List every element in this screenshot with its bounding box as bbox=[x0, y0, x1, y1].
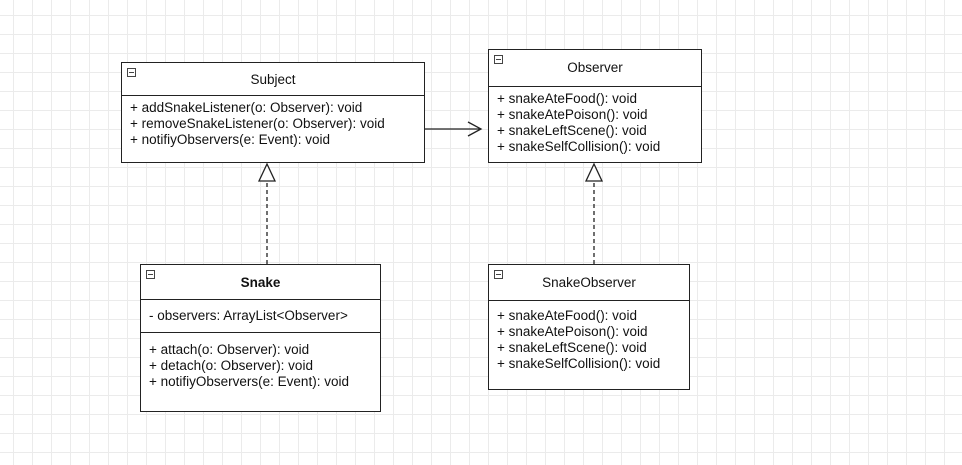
method: + snakeAteFood(): void bbox=[497, 308, 637, 323]
collapse-icon[interactable] bbox=[494, 270, 503, 279]
class-observer[interactable]: Observer + snakeAteFood(): void + snakeA… bbox=[488, 49, 702, 163]
method: + snakeAtePoison(): void bbox=[497, 324, 648, 339]
method: + snakeSelfCollision(): void bbox=[497, 356, 661, 371]
methods-section: + attach(o: Observer): void + detach(o: … bbox=[141, 333, 380, 394]
hollow-triangle-observer bbox=[584, 162, 604, 182]
class-header: Observer bbox=[489, 50, 701, 87]
class-snake-observer[interactable]: SnakeObserver + snakeAteFood(): void + s… bbox=[488, 264, 690, 390]
attribute: - observers: ArrayList<Observer> bbox=[149, 308, 348, 323]
class-name: SnakeObserver bbox=[542, 275, 636, 290]
method: + snakeLeftScene(): void bbox=[497, 340, 647, 355]
method: + notifiyObservers(e: Event): void bbox=[149, 374, 349, 389]
method: + addSnakeListener(o: Observer): void bbox=[130, 100, 363, 115]
method: + snakeAtePoison(): void bbox=[497, 107, 648, 122]
method: + notifiyObservers(e: Event): void bbox=[130, 132, 330, 147]
method: + detach(o: Observer): void bbox=[149, 358, 313, 373]
methods-section: + snakeAteFood(): void + snakeAtePoison(… bbox=[489, 301, 689, 376]
class-name: Observer bbox=[567, 60, 623, 75]
method: + attach(o: Observer): void bbox=[149, 342, 310, 357]
method: + snakeSelfCollision(): void bbox=[497, 139, 661, 154]
method: + removeSnakeListener(o: Observer): void bbox=[130, 116, 385, 131]
class-header: SnakeObserver bbox=[489, 265, 689, 301]
class-snake[interactable]: Snake - observers: ArrayList<Observer> +… bbox=[140, 264, 381, 412]
class-name: Snake bbox=[240, 275, 281, 290]
collapse-icon[interactable] bbox=[127, 68, 136, 77]
hollow-triangle-subject bbox=[257, 162, 277, 182]
class-subject[interactable]: Subject + addSnakeListener(o: Observer):… bbox=[121, 62, 425, 163]
collapse-icon[interactable] bbox=[494, 55, 503, 64]
class-header: Snake bbox=[141, 265, 380, 300]
class-name: Subject bbox=[250, 72, 296, 87]
attributes-section: - observers: ArrayList<Observer> bbox=[141, 300, 380, 333]
class-header: Subject bbox=[122, 63, 424, 96]
open-arrowhead-observer bbox=[467, 121, 483, 137]
collapse-icon[interactable] bbox=[146, 270, 155, 279]
method: + snakeLeftScene(): void bbox=[497, 123, 647, 138]
methods-section: + addSnakeListener(o: Observer): void + … bbox=[122, 96, 424, 152]
methods-section: + snakeAteFood(): void + snakeAtePoison(… bbox=[489, 87, 701, 159]
method: + snakeAteFood(): void bbox=[497, 91, 637, 106]
